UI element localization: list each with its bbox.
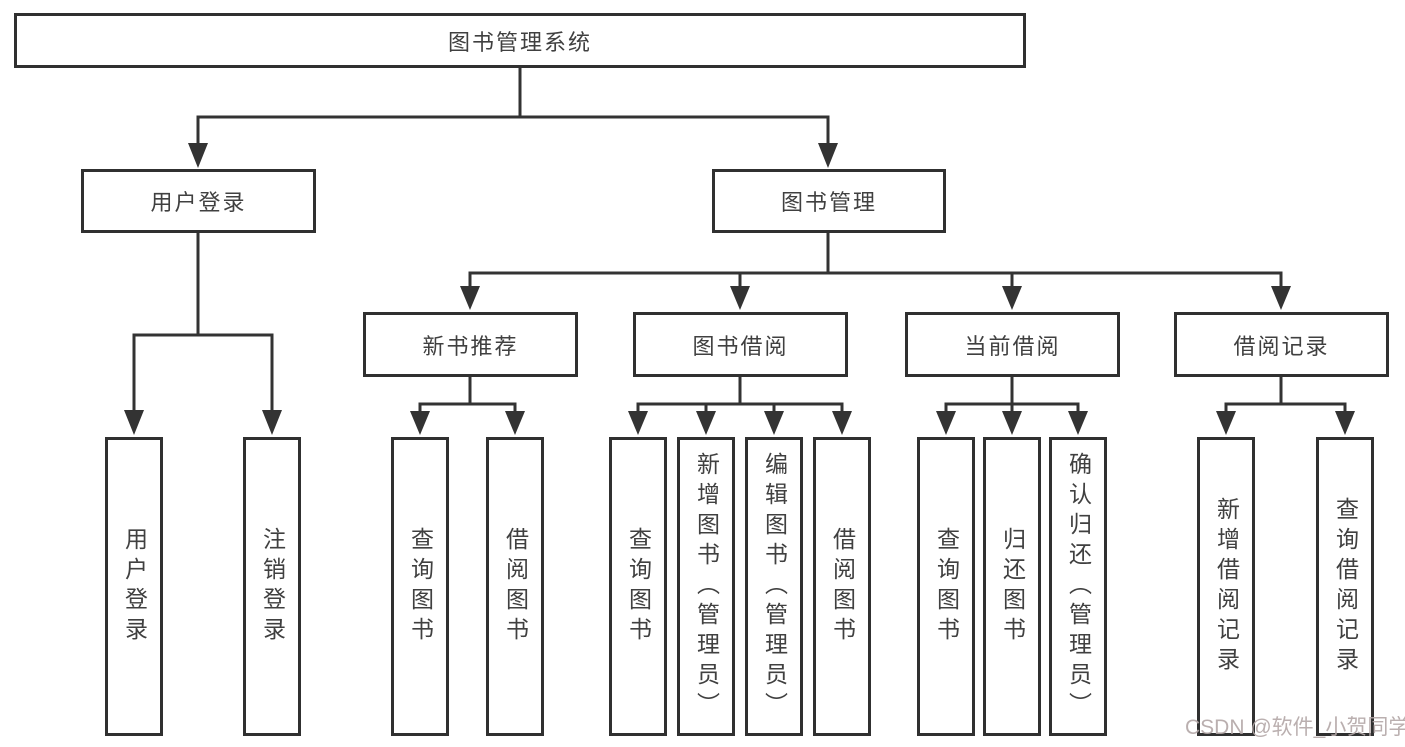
- leaf-return-book: 归还图书: [983, 437, 1041, 736]
- node-book-borrow-label: 图书借阅: [692, 333, 789, 359]
- leaf-query-books-current: 查询图书: [917, 437, 975, 736]
- node-book-management: 图书管理: [712, 169, 946, 233]
- leaf-query-books-borrow: 查询图书: [609, 437, 667, 736]
- node-new-book-recommend-label: 新书推荐: [422, 333, 519, 359]
- leaf-query-books-recommend: 查询图书: [391, 437, 449, 736]
- leaf-edit-book-admin: 编辑图书（管理员）: [745, 437, 803, 736]
- node-root-label: 图书管理系统: [447, 29, 592, 55]
- leaf-add-borrow-record: 新增借阅记录: [1197, 437, 1255, 736]
- node-book-management-label: 图书管理: [780, 190, 877, 215]
- leaf-query-borrow-record: 查询借阅记录: [1316, 437, 1374, 736]
- node-borrow-records: 借阅记录: [1174, 312, 1389, 377]
- leaf-borrow-books-recommend: 借阅图书: [486, 437, 544, 736]
- node-user-login: 用户登录: [81, 169, 316, 233]
- csdn-watermark: CSDN @软件_小贺同学: [1185, 716, 1405, 739]
- node-current-borrow: 当前借阅: [905, 312, 1120, 377]
- node-root: 图书管理系统: [14, 13, 1026, 68]
- node-current-borrow-label: 当前借阅: [964, 333, 1061, 359]
- leaf-add-book-admin: 新增图书（管理员）: [677, 437, 735, 736]
- node-new-book-recommend: 新书推荐: [363, 312, 578, 377]
- leaf-logout: 注销登录: [243, 437, 301, 736]
- leaf-borrow-books: 借阅图书: [813, 437, 871, 736]
- node-borrow-records-label: 借阅记录: [1233, 333, 1330, 359]
- node-user-login-label: 用户登录: [150, 190, 247, 215]
- node-book-borrow: 图书借阅: [633, 312, 848, 377]
- leaf-user-login: 用户登录: [105, 437, 163, 736]
- arrowheads: [124, 143, 1355, 435]
- leaf-confirm-return-admin: 确认归还（管理员）: [1049, 437, 1107, 736]
